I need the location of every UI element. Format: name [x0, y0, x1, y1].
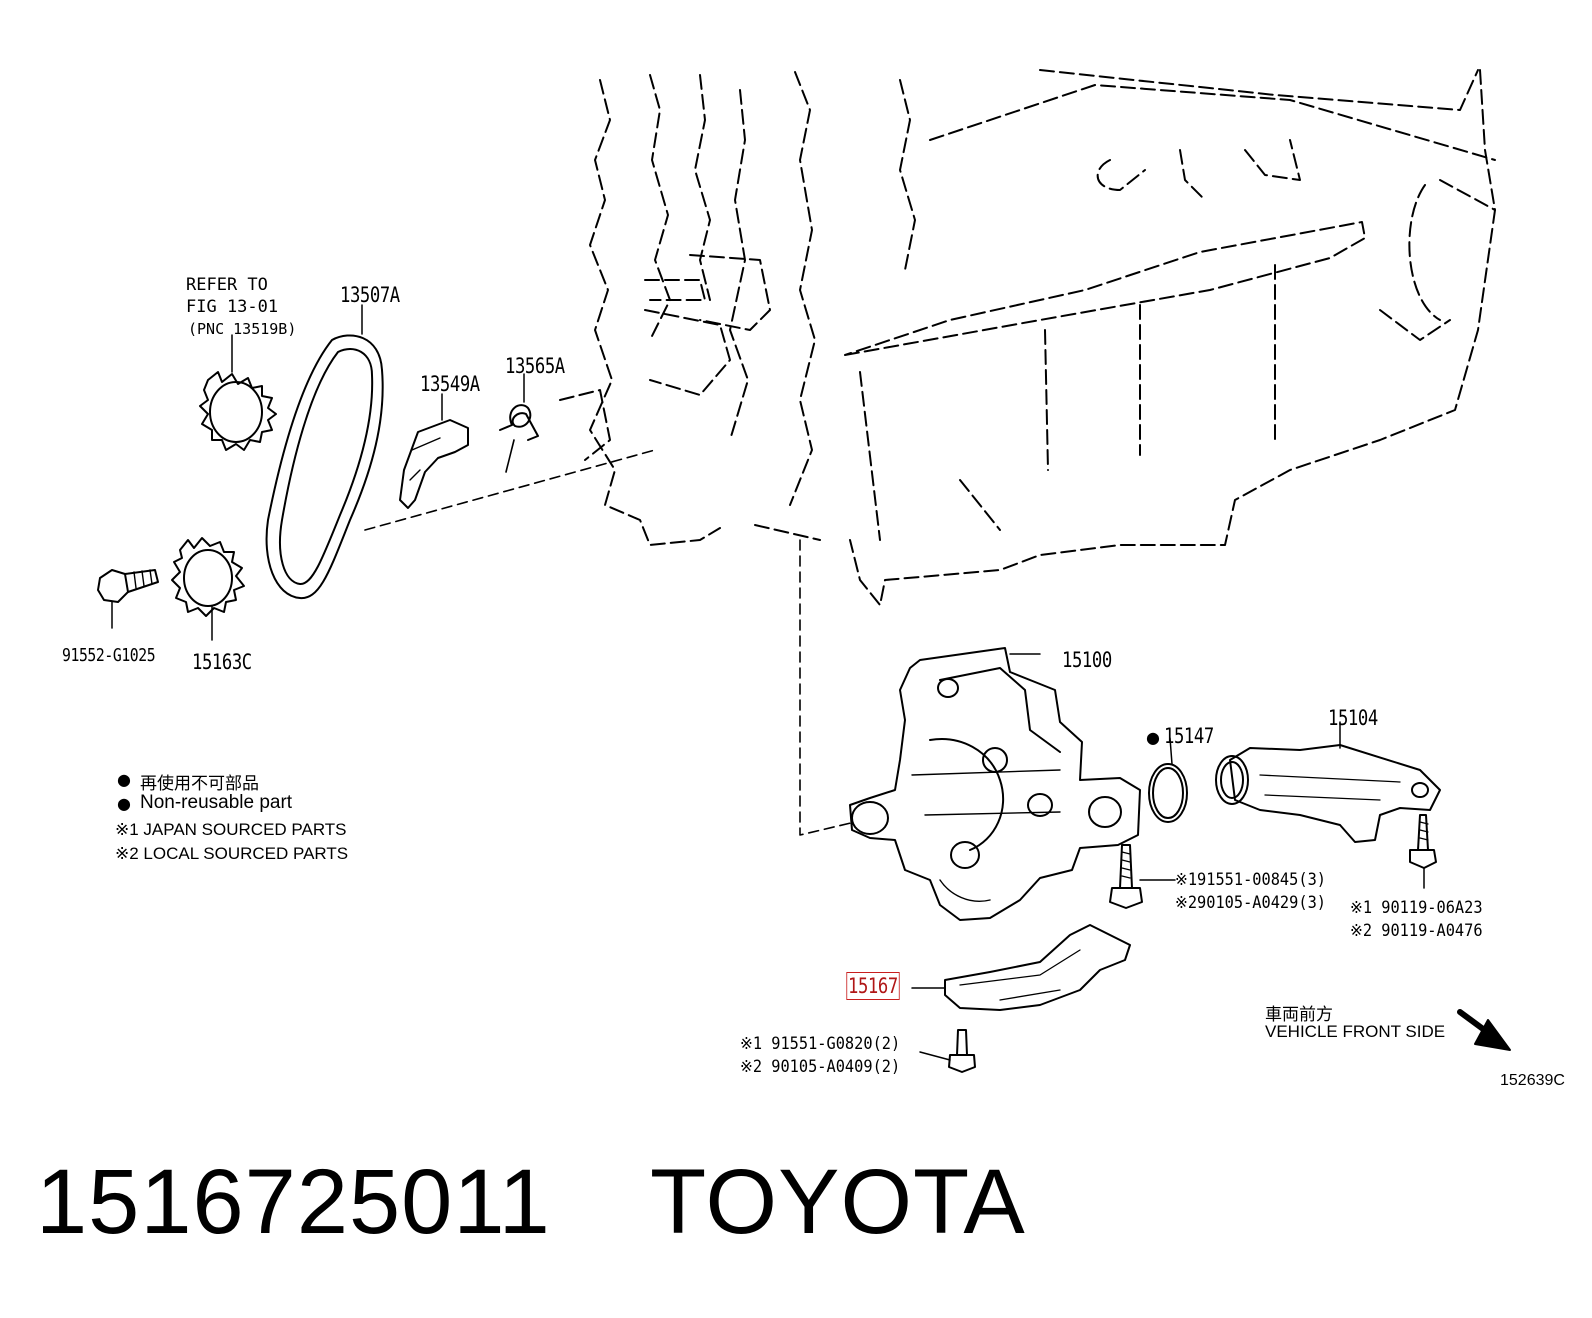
refer-line-2: FIG 13-01	[186, 297, 279, 317]
sprocket-bolt	[97, 569, 159, 629]
legend-dot-2: ●	[117, 794, 131, 813]
plate-bolt-ref-1: ※1 91551-G0820(2)	[740, 1034, 901, 1054]
oil-pump	[849, 647, 1141, 921]
front-side-en: VEHICLE FRONT SIDE	[1265, 1022, 1446, 1041]
nonreusable-dot-gasket: ●	[1146, 728, 1160, 747]
part-label-chain[interactable]: 13507A	[340, 283, 400, 307]
baffle-plate	[911, 924, 1131, 1011]
leader-dashes	[364, 449, 856, 836]
legend-dot-1: ●	[117, 770, 131, 789]
legend-local-sourced: ※2 LOCAL SOURCED PARTS	[115, 844, 349, 863]
part-label-slipper[interactable]: 13549A	[420, 372, 480, 396]
part-label-pump[interactable]: 15100	[1062, 648, 1112, 672]
front-side-jp: 車両前方	[1265, 1005, 1333, 1024]
lower-sprocket	[171, 537, 245, 641]
chain-slipper	[399, 393, 469, 509]
timing-chain	[265, 304, 384, 600]
refer-line-1: REFER TO	[186, 275, 268, 295]
plate-bolt	[919, 1029, 976, 1073]
strainer-bolt-ref-2: ※2 90119-A0476	[1350, 921, 1483, 941]
upper-sprocket	[199, 334, 277, 451]
vehicle-front-arrow	[1457, 1009, 1511, 1051]
illustration-id: 152639C	[1500, 1072, 1565, 1089]
caption-part-number: 1516725011	[36, 1151, 551, 1253]
part-label-strainer[interactable]: 15104	[1328, 706, 1378, 730]
legend-japan-sourced: ※1 JAPAN SOURCED PARTS	[115, 820, 347, 839]
caption-brand: TOYOTA	[650, 1151, 1026, 1253]
legend-jp-nonreusable: 再使用不可部品	[140, 774, 259, 793]
o-ring	[1148, 737, 1188, 823]
part-label-bolt[interactable]: 91552-G1025	[62, 645, 156, 666]
legend-nonreusable: Non-reusable part	[140, 792, 293, 813]
tensioner-spring	[499, 373, 539, 473]
part-label-gasket[interactable]: 15147	[1164, 724, 1214, 748]
pump-bolt	[1109, 844, 1176, 909]
strainer-bolt-ref-1: ※1 90119-06A23	[1350, 898, 1483, 918]
oil-strainer	[1215, 721, 1441, 843]
plate-bolt-ref-2: ※2 90105-A0409(2)	[740, 1057, 901, 1077]
pump-bolt-ref-1: ※191551-00845(3)	[1175, 870, 1327, 890]
strainer-bolt	[1409, 814, 1437, 889]
part-label-plate-highlighted[interactable]: 15167	[846, 972, 900, 1000]
part-label-sprocket[interactable]: 15163C	[192, 650, 252, 674]
part-label-spring[interactable]: 13565A	[505, 354, 565, 378]
refer-line-3: (PNC 13519B)	[188, 320, 297, 338]
pump-bolt-ref-2: ※290105-A0429(3)	[1175, 893, 1327, 913]
engine-block-outline	[559, 69, 1496, 606]
